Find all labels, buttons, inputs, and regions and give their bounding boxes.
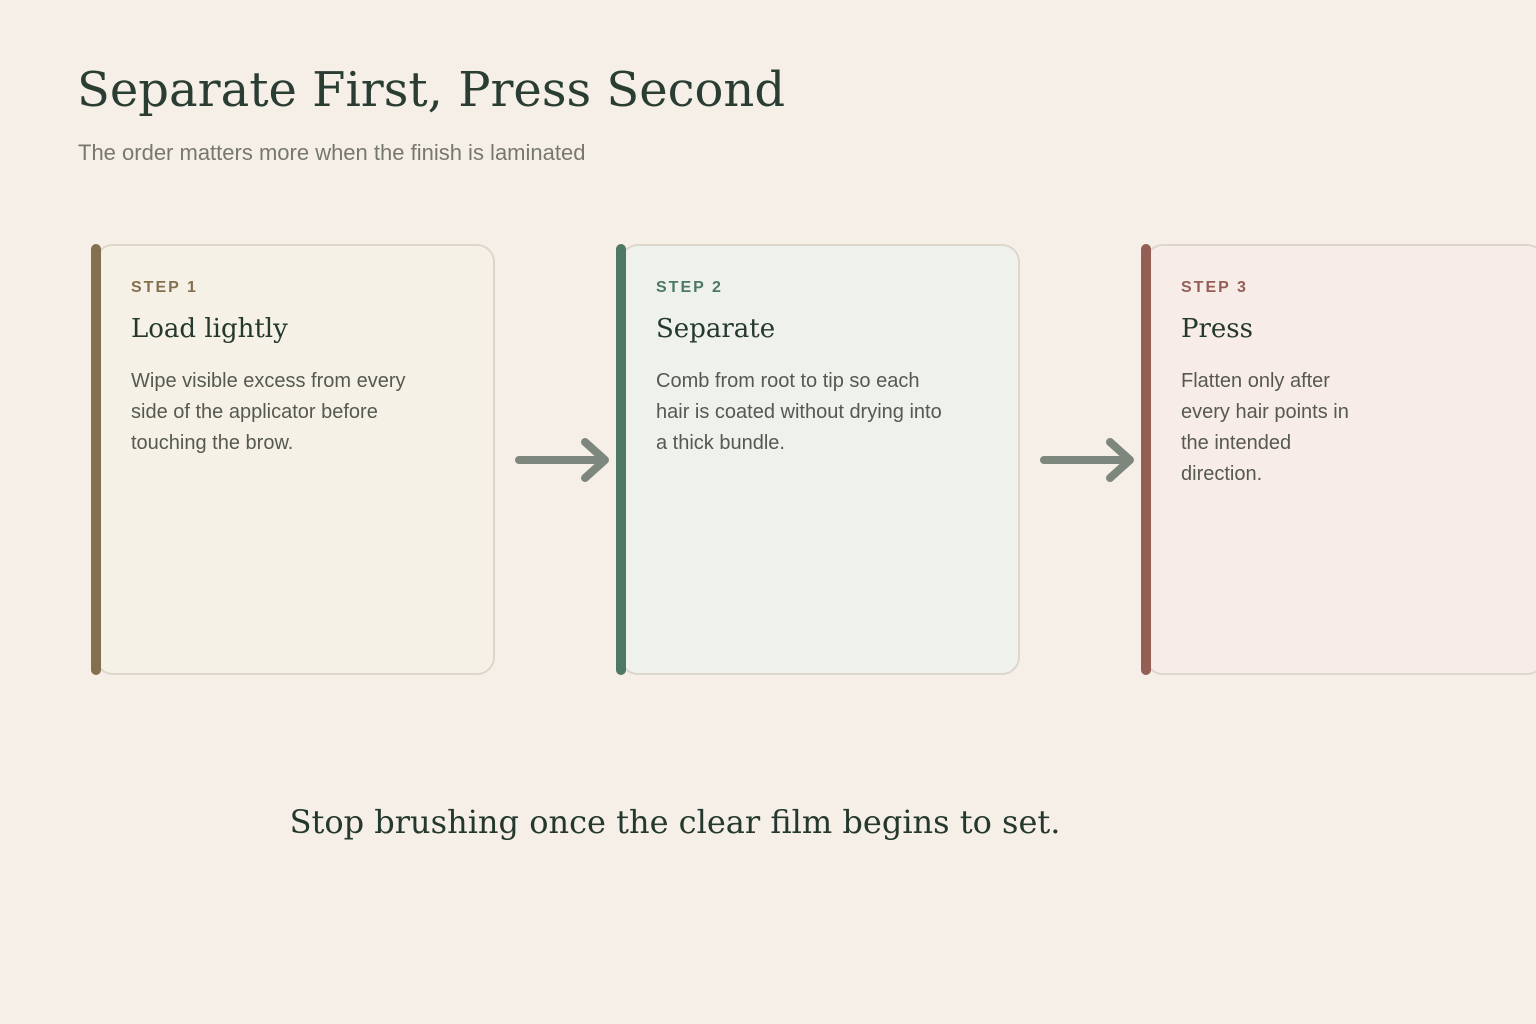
step-description: Comb from root to tip so each hair is co… [656,370,942,454]
right-arrow-icon [515,438,609,482]
step-description: Flatten only after every hair points in … [1181,370,1349,485]
page-subtitle: The order matters more when the finish i… [78,140,586,165]
step-title: Load lightly [131,314,288,344]
step-card-separate: STEP 2 Separate Comb from root to tip so… [616,244,1020,675]
step-accent-bar [91,244,101,675]
step-label: STEP 1 [131,279,198,296]
step-card-load-lightly: STEP 1 Load lightly Wipe visible excess … [91,244,495,675]
step-card-press: STEP 3 Press Flatten only after every ha… [1141,244,1536,675]
step-label: STEP 2 [656,279,723,296]
page-title: Separate First, Press Second [77,62,786,118]
step-accent-bar [616,244,626,675]
right-arrow-icon [1040,438,1134,482]
step-description: Wipe visible excess from every side of t… [131,370,406,454]
step-title: Press [1181,314,1253,344]
footer-note: Stop brushing once the clear film begins… [289,803,1061,841]
step-title: Separate [656,314,776,344]
step-accent-bar [1141,244,1151,675]
step-label: STEP 3 [1181,279,1248,296]
